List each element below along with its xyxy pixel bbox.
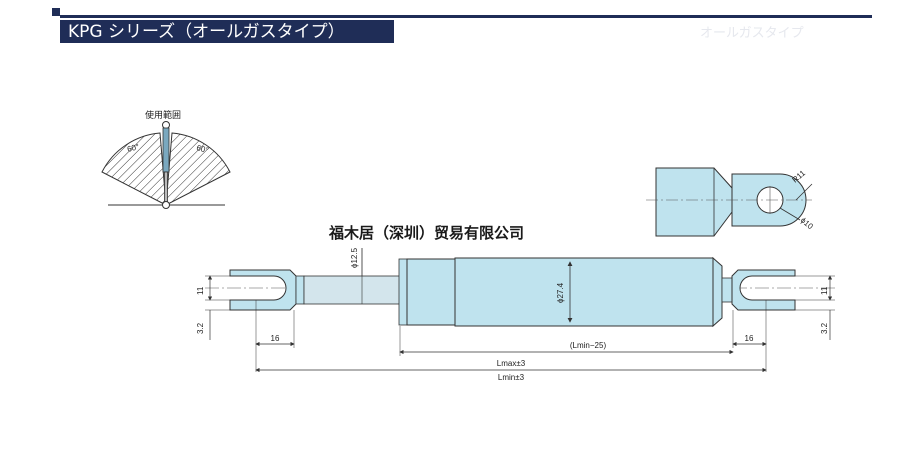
cylinder-collar [406,258,456,326]
radius-label: R11 [791,168,808,184]
header-rule [60,15,872,18]
range-diagram: 使用範囲 60° 60° [101,109,231,209]
left-clevis-neck [295,275,305,305]
cylinder-end [712,256,723,328]
gas-spring-main-view: ϕ27.4 ϕ12.5 [205,247,835,328]
lmax-label: Lmax±3 [497,359,526,368]
rod-diameter-label: ϕ12.5 [350,247,359,268]
hole-label: ϕ10 [799,216,815,232]
lmin-label: Lmin±3 [498,373,525,382]
right-range-sector [165,132,231,206]
cylinder-body [454,257,714,327]
left-range-sector [101,132,167,206]
left-angle-label: 60° [126,142,140,154]
right-angle-label: 60° [195,143,209,155]
right-clevis [731,269,796,311]
body-length-label: (Lmin−25) [570,341,607,350]
radius-leader [795,183,813,201]
range-diagram-title: 使用範囲 [145,109,181,120]
dimension-lines: 11 3.2 11 3.2 16 16 (Lmin− [196,275,835,382]
page-title: KPG シリーズ（オールガスタイプ） [68,22,345,42]
range-bottom-eye [162,201,170,209]
cylinder-cap [398,258,408,326]
right-offset-label: 3.2 [820,322,829,334]
detail-body [655,167,733,237]
range-spring-rod [164,171,168,203]
left-clevis [229,269,297,311]
right-clevis-length-label: 16 [745,334,754,343]
range-spring-body [162,127,170,173]
range-top-eye [162,121,170,129]
right-width-label: 11 [820,286,829,295]
right-clevis-neck [721,277,733,303]
left-width-label: 11 [196,286,205,295]
company-watermark: 福木居（深圳）贸易有限公司 [329,224,525,242]
body-diameter-label: ϕ27.4 [556,282,565,303]
left-clevis-length-label: 16 [271,334,280,343]
hole-leader [779,207,801,221]
title-bar [60,20,394,43]
left-offset-label: 3.2 [196,322,205,334]
piston-rod [303,275,401,305]
clevis-detail-view: R11 ϕ10 [646,167,815,237]
header-corner-mark [52,8,60,16]
ghost-header-text: オールガスタイプ [700,25,804,40]
